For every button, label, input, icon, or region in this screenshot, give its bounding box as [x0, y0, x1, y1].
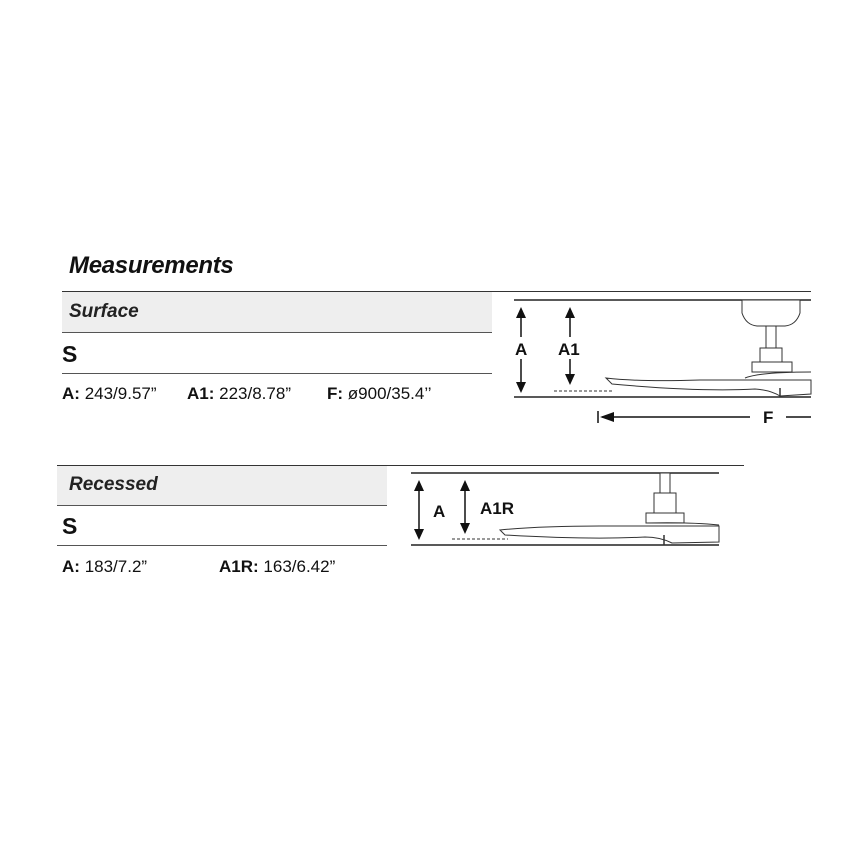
measure-key: A: — [62, 557, 80, 576]
surface-measure-a: A: 243/9.57” — [62, 384, 157, 404]
surface-header-band — [62, 292, 492, 332]
recessed-top-rule — [57, 465, 744, 466]
arrow-up-icon — [516, 307, 526, 318]
arrow-down-icon — [516, 382, 526, 393]
recessed-measure-a1r: A1R: 163/6.42” — [219, 557, 335, 577]
recessed-size: S — [62, 513, 78, 539]
arrow-down-icon — [460, 523, 470, 534]
diagram-label-a1r: A1R — [480, 499, 514, 518]
arrow-down-icon — [414, 529, 424, 540]
measure-key: A1: — [187, 384, 215, 403]
surface-top-rule — [62, 291, 811, 292]
measure-key: A: — [62, 384, 80, 403]
diagram-label-f: F — [763, 408, 773, 427]
arrow-up-icon — [414, 480, 424, 491]
measure-value: 223/8.78” — [219, 384, 291, 403]
measure-value: 243/9.57” — [84, 384, 157, 403]
arrow-down-icon — [565, 374, 575, 385]
arrow-left-icon — [600, 412, 614, 422]
diagram-label-a: A — [515, 340, 527, 359]
surface-size: S — [62, 341, 78, 367]
recessed-mid-rule — [57, 505, 387, 506]
surface-measure-f: F: ø900/35.4’’ — [327, 384, 432, 404]
measure-key: A1R: — [219, 557, 259, 576]
arrow-up-icon — [460, 480, 470, 491]
arrow-up-icon — [565, 307, 575, 318]
measure-value: 163/6.42” — [263, 557, 336, 576]
surface-bottom-rule — [62, 373, 492, 374]
surface-label: Surface — [69, 301, 139, 322]
recessed-label: Recessed — [69, 474, 158, 495]
recessed-bottom-rule — [57, 545, 387, 546]
surface-mid-rule — [62, 332, 492, 333]
measure-key: F: — [327, 384, 344, 403]
recessed-header-band — [57, 466, 387, 505]
recessed-measure-a: A: 183/7.2” — [62, 557, 147, 577]
diagram-label-a: A — [433, 502, 445, 521]
surface-measure-a1: A1: 223/8.78” — [187, 384, 291, 404]
measure-value: 183/7.2” — [84, 557, 148, 576]
page-title: Measurements — [69, 252, 234, 279]
diagram-label-a1: A1 — [558, 340, 580, 359]
measure-value: ø900/35.4’’ — [347, 384, 432, 403]
